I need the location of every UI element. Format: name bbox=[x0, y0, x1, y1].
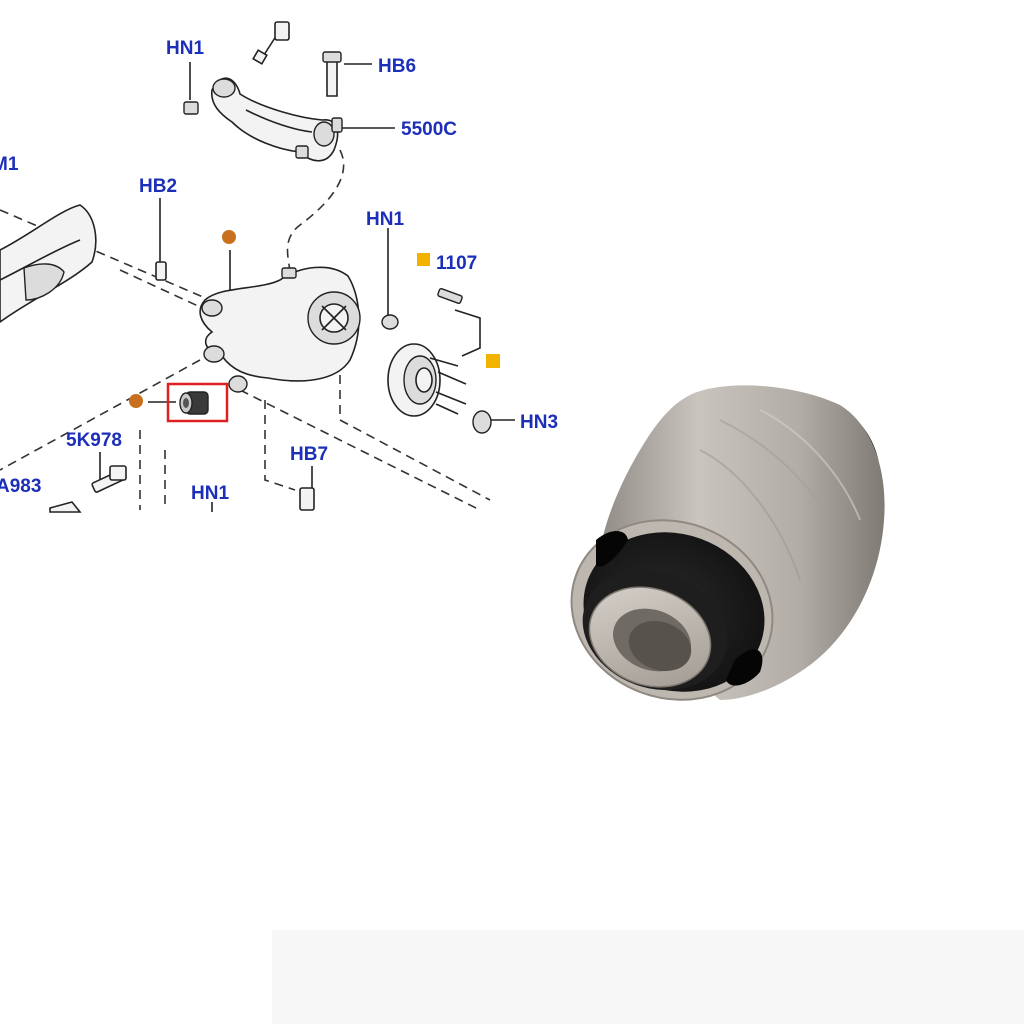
knuckle bbox=[199, 266, 361, 393]
rubber-bushing-photo bbox=[570, 385, 885, 701]
part-label: A983 bbox=[0, 476, 41, 497]
part-label: HN1 bbox=[366, 209, 404, 230]
highlight-box bbox=[166, 382, 229, 423]
yellow-marker-icon bbox=[417, 253, 430, 266]
exploded-diagram: HN1 HB6 5500C M1 HB2 HN1 1107 HN3 5K978 … bbox=[0, 21, 558, 513]
part-label: M1 bbox=[0, 154, 19, 175]
orange-marker-icon bbox=[222, 230, 236, 244]
part-label: 1107 bbox=[436, 253, 477, 274]
background-band bbox=[272, 930, 1024, 1024]
bolts bbox=[49, 261, 315, 513]
part-label: HB2 bbox=[139, 176, 177, 197]
highlighted-bushing bbox=[166, 382, 229, 423]
guide-lines bbox=[0, 62, 515, 512]
part-label: HN1 bbox=[166, 38, 204, 59]
wheel-hub bbox=[381, 288, 492, 434]
part-label: 5K978 bbox=[66, 430, 122, 451]
upper-control-arm bbox=[183, 21, 343, 162]
part-label: HB7 bbox=[290, 444, 328, 465]
part-label: HN3 bbox=[520, 412, 558, 433]
lower-arm bbox=[0, 204, 97, 323]
part-label: 5500C bbox=[401, 119, 457, 140]
orange-marker-icon bbox=[129, 394, 143, 408]
part-label: HB6 bbox=[378, 56, 416, 77]
yellow-marker-icon bbox=[486, 354, 500, 368]
part-label: HN1 bbox=[191, 483, 229, 504]
